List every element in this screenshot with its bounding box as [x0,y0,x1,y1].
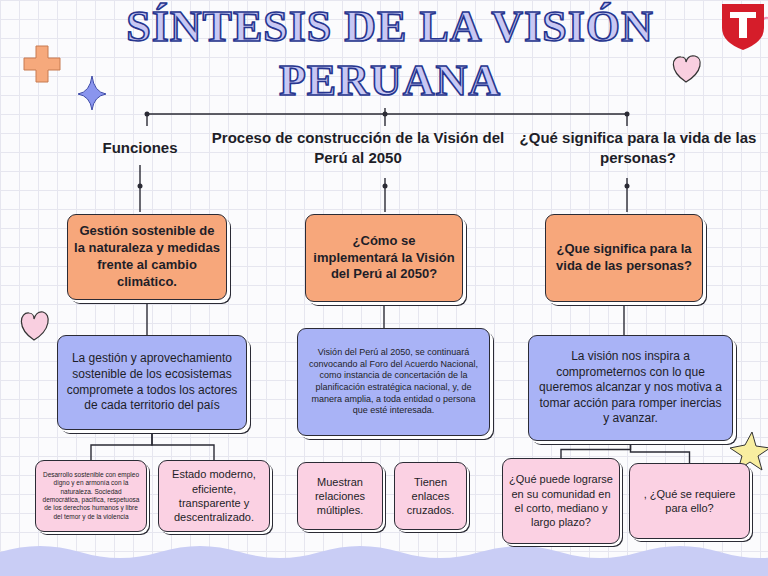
logo-shield [722,4,764,50]
box-text: La gestión y aprovechamiento sostenible … [64,351,240,413]
detail-box: Tienen enlaces cruzados. [394,462,467,530]
connector [152,430,214,460]
dots [138,112,630,189]
heading-box: ¿Cómo se implementará la Visión del Perú… [305,214,463,302]
detail-box: Estado moderno, eficiente, transparente … [158,460,270,532]
box-text: Muestran relaciones múltiples. [304,475,376,518]
box-text: Estado moderno, eficiente, transparente … [165,467,263,524]
description-box: La gestión y aprovechamiento sostenible … [57,335,247,430]
detail-box: Muestran relaciones múltiples. [297,462,383,530]
description-box: Visión del Perú al 2050, se continuará c… [297,328,490,436]
connector [146,300,147,335]
column-header: ¿Qué significa para la vida de las perso… [512,128,764,167]
title-lines [140,108,627,212]
box-text: ¿Cómo se implementará la Visión del Perú… [312,233,456,284]
heading-box: Gestión sostenible de la naturaleza y me… [67,214,227,300]
title: SÍNTESIS DE LA VISIÓN PERUANA [110,0,670,108]
connector [561,441,631,458]
box-text: Desarrollo sostenible con empleo digno y… [42,471,140,522]
box-text: Gestión sostenible de la naturaleza y me… [74,223,220,291]
box-text: ¿Que significa para la vida de las perso… [552,241,696,275]
plus-shape [24,46,60,82]
connector [383,302,384,328]
heart-shape [21,312,48,340]
detail-box: Desarrollo sostenible con empleo digno y… [35,460,147,532]
description-box: La visión nos inspira a comprometernos c… [528,335,733,441]
header-bracket [147,108,627,126]
header-leaders [140,165,627,212]
connector [623,302,624,335]
box-text: ¿Qué puede lograrse en su comunidad en e… [509,472,613,529]
column-header: Funciones [80,138,200,158]
connector [631,441,690,463]
column-header: Proceso de construcción de la Visión del… [208,128,508,167]
connector [91,430,152,460]
box-text: , ¿Qué se requiere para ello? [636,487,743,516]
heading-box: ¿Que significa para la vida de las perso… [545,214,703,302]
box-text: Tienen enlaces cruzados. [401,475,460,518]
star-shape [78,76,106,110]
box-text: Visión del Perú al 2050, se continuará c… [304,347,483,417]
detail-box: , ¿Qué se requiere para ello? [629,463,750,539]
heart-shape [673,56,700,82]
bottom-wave [0,546,768,576]
box-text: La visión nos inspira a comprometernos c… [535,349,726,427]
detail-box: ¿Qué puede lograrse en su comunidad en e… [502,458,620,544]
logo-mark [730,12,756,38]
